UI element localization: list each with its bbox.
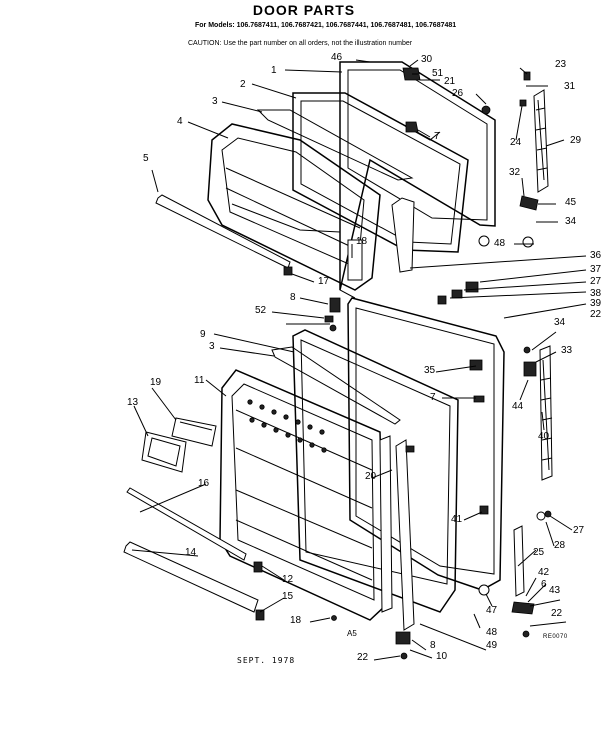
callout-38: 38 xyxy=(590,288,602,299)
callout-23: 23 xyxy=(555,59,567,70)
callout-8-upper: 8 xyxy=(290,292,296,303)
shelf-bar-end-cap xyxy=(283,266,293,276)
callout-44: 44 xyxy=(512,401,524,412)
callout-7-lower: 7 xyxy=(430,392,436,403)
lower-door-trim xyxy=(513,525,525,597)
callout-32: 32 xyxy=(509,167,521,178)
freezer-shelf-bar xyxy=(155,194,291,269)
callout-34-lower: 34 xyxy=(554,317,566,328)
callout-21: 21 xyxy=(444,76,456,87)
lower-hinge-bracket xyxy=(523,361,537,377)
callout-26: 26 xyxy=(452,88,464,99)
callout-28: 28 xyxy=(554,540,566,551)
callout-1: 1 xyxy=(271,65,277,76)
hinge-spacer xyxy=(522,236,534,248)
callout-22-bottom: 22 xyxy=(357,652,369,663)
freezer-door-trim xyxy=(391,197,415,273)
callout-4: 4 xyxy=(177,116,183,127)
callout-33: 33 xyxy=(561,345,573,356)
callout-35: 35 xyxy=(424,365,436,376)
callout-46: 46 xyxy=(331,52,343,63)
butter-compartment xyxy=(141,431,187,473)
callout-42: 42 xyxy=(538,567,550,578)
hinge-bracket xyxy=(519,195,539,211)
callout-36: 36 xyxy=(590,250,602,261)
callout-6: 6 xyxy=(541,579,547,590)
page-title: DOOR PARTS xyxy=(252,2,356,18)
callout-19: 19 xyxy=(150,377,162,388)
lower-spacer xyxy=(478,584,490,596)
callout-48-upper: 48 xyxy=(494,238,506,249)
view-mark: A5 xyxy=(347,629,357,638)
callout-52: 52 xyxy=(255,305,267,316)
bottom-hinge-bracket xyxy=(395,631,411,645)
callout-51: 51 xyxy=(432,68,444,79)
callout-5: 5 xyxy=(143,153,149,164)
callout-37: 37 xyxy=(590,264,602,275)
callout-27-upper: 27 xyxy=(590,276,602,287)
callout-12: 12 xyxy=(282,574,294,585)
callout-27-lower: 27 xyxy=(573,525,585,536)
callout-29: 29 xyxy=(570,135,582,146)
drawing-code: RE0070 xyxy=(543,634,568,640)
callout-15: 15 xyxy=(282,591,294,602)
leader-lines xyxy=(131,59,587,661)
dairy-compartment-buttons xyxy=(247,399,327,453)
callout-40: 40 xyxy=(538,431,550,442)
bottom-hinge xyxy=(511,601,535,615)
caution-note: CAUTION: Use the part number on all orde… xyxy=(188,40,413,47)
callout-18-lower: 18 xyxy=(290,615,302,626)
callout-3-lower: 3 xyxy=(209,341,215,352)
callout-41: 41 xyxy=(451,514,463,525)
freezer-breaker-strip xyxy=(256,109,414,181)
upper-spacer xyxy=(478,235,490,247)
refrigerator-door-panel xyxy=(347,297,505,591)
refrigerator-breaker-strip xyxy=(271,346,401,425)
callout-34-upper: 34 xyxy=(565,216,577,227)
refrigerator-hinge-cover xyxy=(379,435,393,613)
callout-16: 16 xyxy=(198,478,210,489)
callout-25: 25 xyxy=(533,547,545,558)
callout-11: 11 xyxy=(194,375,205,386)
callout-31: 31 xyxy=(564,81,576,92)
door-stop-screw xyxy=(481,105,491,115)
callout-24: 24 xyxy=(510,137,522,148)
shelf-bar-cap-lower xyxy=(255,609,265,621)
freezer-door-gasket xyxy=(292,92,469,253)
callout-30: 30 xyxy=(421,54,433,65)
refrigerator-shelf-bar-lower xyxy=(123,541,259,613)
callout-2: 2 xyxy=(240,79,246,90)
callout-22-right: 22 xyxy=(590,309,602,320)
callout-17: 17 xyxy=(318,276,330,287)
callout-3-upper: 3 xyxy=(212,96,218,107)
callout-10: 10 xyxy=(436,651,448,662)
callout-7-upper: 7 xyxy=(434,131,440,142)
refrigerator-shelf-bar-upper xyxy=(126,487,247,561)
butter-compartment-door xyxy=(171,417,217,447)
callout-20: 20 xyxy=(365,471,377,482)
callout-14: 14 xyxy=(185,547,197,558)
callout-45: 45 xyxy=(565,197,577,208)
callout-43: 43 xyxy=(549,585,561,596)
center-hinge xyxy=(465,281,479,293)
model-numbers: For Models: 106.7687411, 106.7687421, 10… xyxy=(195,22,457,29)
freezer-door-liner xyxy=(207,123,381,291)
callout-48-lower: 48 xyxy=(486,627,498,638)
refrigerator-door-trim xyxy=(395,439,415,631)
callout-39: 39 xyxy=(590,298,602,309)
callout-22-lower-right: 22 xyxy=(551,608,563,619)
callout-47: 47 xyxy=(486,605,498,616)
callout-13: 13 xyxy=(127,397,139,408)
callout-9: 9 xyxy=(200,329,206,340)
refrigerator-door-gasket xyxy=(292,329,459,613)
freezer-door-panel xyxy=(339,61,496,299)
callout-49: 49 xyxy=(486,640,498,651)
revision-date: SEPT. 1978 xyxy=(237,656,296,665)
callout-8-lower: 8 xyxy=(430,640,436,651)
shelf-bar-cap-upper xyxy=(253,561,263,573)
callout-18-upper: 18 xyxy=(356,236,368,247)
